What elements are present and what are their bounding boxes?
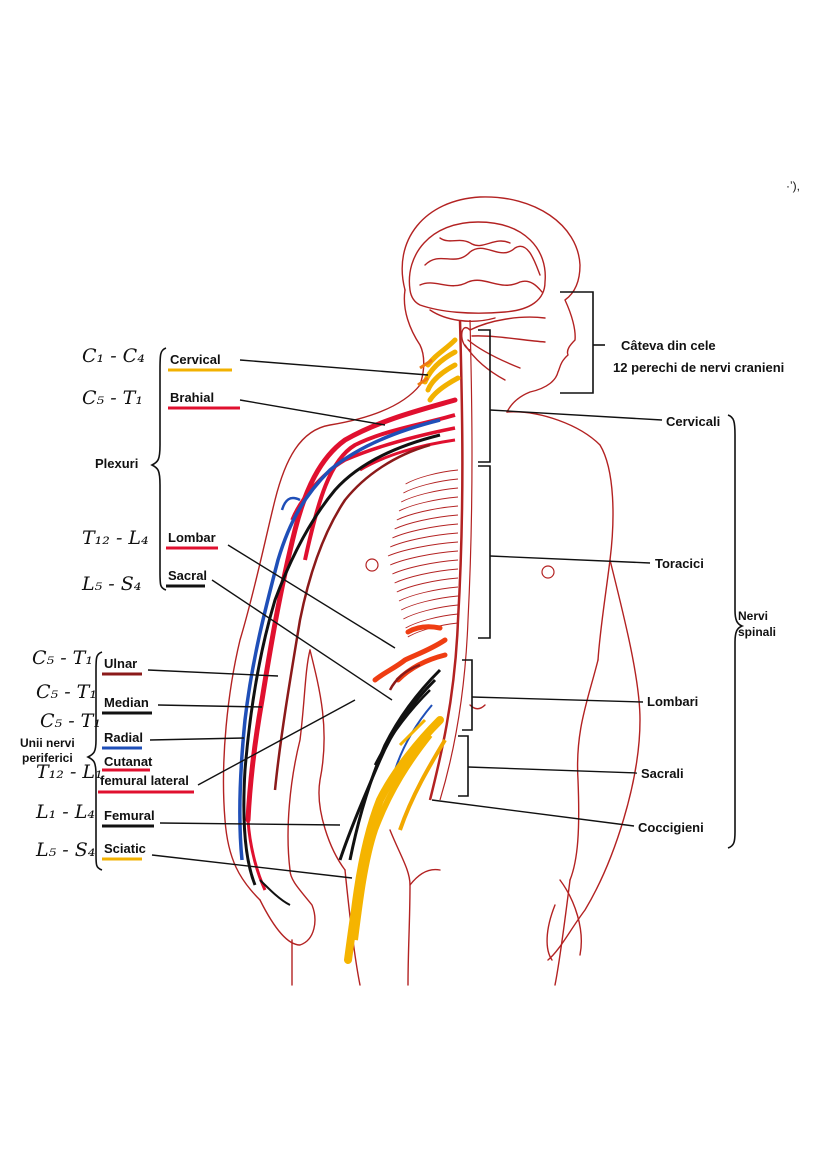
range-ulnar: C₅ - T₁ (32, 647, 93, 669)
label-lumbar: Lombar (168, 530, 216, 545)
nerve-ulnar: C₅ - T₁ Ulnar (32, 647, 279, 677)
intercostal-nerve (398, 496, 459, 512)
leader-sciatic (151, 854, 353, 879)
intercostal-nerve (403, 604, 459, 620)
intercostal-nerve (403, 478, 459, 494)
intercostal-nerve (405, 613, 459, 629)
label-radial: Radial (104, 730, 143, 745)
intercostal-nerve (396, 577, 459, 593)
intercostal-nerve (400, 595, 459, 611)
label-cutanat-line1: Cutanat (104, 754, 153, 769)
cranial-line2: 12 perechi de nervi cranieni (613, 360, 784, 375)
nerve-median: C₅ - T₁ Median (36, 681, 263, 715)
nerve-radial: C₅ - T₁ Radial (40, 710, 245, 750)
leader-radial (149, 737, 245, 741)
range-cervical: C₁ - C₄ (82, 345, 145, 367)
spinal-lombari: Lombari (471, 694, 698, 709)
plexus-group-label: Plexuri (95, 456, 138, 471)
label-sacrali: Sacrali (641, 766, 684, 781)
range-lumbar: T₁₂ - L₄ (82, 527, 149, 549)
range-femural: L₁ - L₄ (35, 801, 95, 823)
intercostal-nerve (394, 568, 459, 584)
leader-brachial (239, 399, 386, 426)
label-coccigieni: Coccigieni (638, 820, 704, 835)
spinal-coccigieni: Coccigieni (431, 799, 704, 835)
leader-femural (159, 822, 341, 826)
nerve-cutanat-femural-lateral: T₁₂ - L₁ Cutanat femural lateral (36, 699, 356, 794)
leader-lumbar (227, 544, 396, 649)
range-sacral: L₅ - S₄ (81, 573, 141, 595)
label-sacral: Sacral (168, 568, 207, 583)
label-sciatic: Sciatic (104, 841, 146, 856)
leader-ulnar (147, 669, 279, 677)
label-femural: Femural (104, 808, 155, 823)
intercostal-nerve (392, 523, 459, 539)
leader-sacral (211, 579, 393, 701)
intercostal-nerve (394, 514, 459, 530)
label-lombari: Lombari (647, 694, 698, 709)
label-cutanat-line2: femural lateral (100, 773, 189, 788)
leader-toracici (489, 555, 651, 564)
spinal-brace (727, 414, 745, 849)
plexus-lumbar: T₁₂ - L₄ Lombar (82, 527, 396, 649)
intercostal-nerve (400, 487, 459, 503)
plexus-brace (150, 347, 167, 591)
spinal-toracici: Toracici (489, 555, 704, 571)
range-cutanat: T₁₂ - L₁ (36, 761, 103, 783)
plexus-sacral: L₅ - S₄ Sacral (81, 568, 393, 701)
intercostal-nerve (390, 532, 459, 548)
peripheral-group-line2: periferici (22, 751, 73, 765)
range-sciatic: L₅ - S₄ (35, 839, 95, 861)
label-toracici: Toracici (655, 556, 704, 571)
intercostal-nerves (387, 469, 459, 638)
spinal-group-line2: spinali (738, 625, 776, 639)
leader-median (157, 704, 263, 708)
leader-cervical (239, 359, 429, 376)
cervical-plexus (417, 337, 461, 403)
label-cervicali: Cervicali (666, 414, 720, 429)
label-ulnar: Ulnar (104, 656, 137, 671)
sacral-plexus (338, 663, 447, 964)
leader-coccigieni (431, 799, 635, 827)
nerve-sciatic: L₅ - S₄ Sciatic (35, 839, 353, 879)
leader-cervicali (489, 409, 663, 421)
spinal-segment-brackets (458, 329, 491, 797)
spinal-cord (428, 319, 473, 801)
range-brachial: C₅ - T₁ (82, 387, 143, 409)
intercostal-nerve (398, 586, 459, 602)
cranial-line1: Câteva din cele (621, 338, 716, 353)
intercostal-nerve (392, 559, 459, 575)
range-radial: C₅ - T₁ (40, 710, 101, 732)
intercostal-nerve (396, 505, 459, 521)
peripheral-brace (86, 651, 103, 871)
intercostal-nerve (405, 469, 459, 485)
brachial-plexus (238, 397, 458, 906)
leader-sacrali (467, 766, 638, 774)
plexus-cervical: C₁ - C₄ Cervical (82, 345, 429, 376)
intercostal-nerve (387, 541, 459, 557)
spinal-cervicali: Cervicali (489, 409, 720, 429)
range-median: C₅ - T₁ (36, 681, 97, 703)
leader-lombari (471, 696, 644, 703)
brain (408, 221, 546, 322)
label-median: Median (104, 695, 149, 710)
cranial-nerves (464, 316, 546, 381)
nerve-femural: L₁ - L₄ Femural (35, 801, 341, 828)
corner-mark: ·ʼ), (786, 179, 800, 193)
peripheral-group-line1: Unii nervi (20, 736, 75, 750)
spinal-sacrali: Sacrali (467, 766, 684, 781)
cranial-bracket (560, 291, 605, 394)
lumbar-plexus (372, 624, 448, 683)
leader-cutanat (197, 699, 356, 786)
spinal-group-line1: Nervi (738, 609, 768, 623)
plexus-brachial: C₅ - T₁ Brahial (82, 387, 386, 426)
intercostal-nerve (390, 550, 459, 566)
label-cervical: Cervical (170, 352, 221, 367)
label-brachial: Brahial (170, 390, 214, 405)
